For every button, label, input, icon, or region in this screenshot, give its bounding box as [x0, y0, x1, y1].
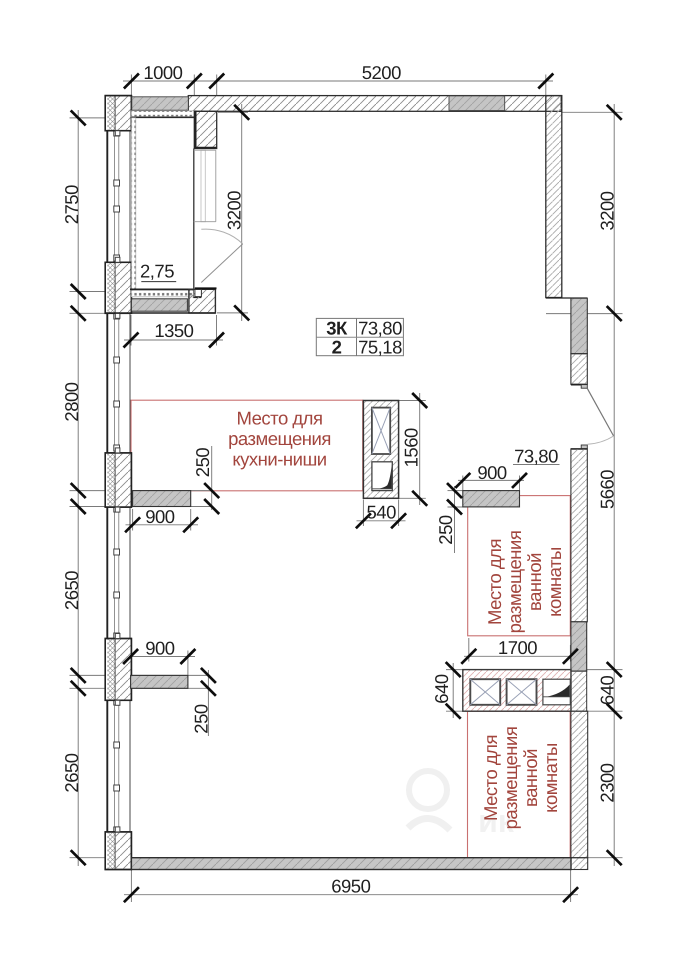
- svg-text:3200: 3200: [596, 191, 617, 230]
- svg-text:2300: 2300: [596, 763, 617, 802]
- svg-text:250: 250: [190, 704, 211, 734]
- svg-text:ванной: ванной: [520, 749, 541, 807]
- svg-text:1350: 1350: [154, 320, 193, 341]
- svg-text:кухни-ниши: кухни-ниши: [232, 449, 326, 470]
- svg-text:комнаты: комнаты: [544, 547, 565, 617]
- svg-text:Место для: Место для: [480, 735, 501, 821]
- svg-text:900: 900: [145, 637, 175, 658]
- svg-text:2800: 2800: [61, 382, 82, 421]
- svg-text:размещения: размещения: [504, 531, 525, 634]
- svg-text:73,80: 73,80: [358, 317, 402, 338]
- svg-text:размещения: размещения: [228, 428, 331, 449]
- svg-text:3К: 3К: [326, 317, 348, 338]
- svg-text:900: 900: [477, 462, 507, 483]
- svg-text:ик: ик: [478, 803, 515, 839]
- svg-text:2,75: 2,75: [140, 261, 174, 282]
- svg-text:5200: 5200: [362, 62, 401, 83]
- svg-text:1560: 1560: [401, 428, 422, 467]
- svg-text:Место для: Место для: [484, 539, 505, 625]
- svg-text:1000: 1000: [143, 62, 182, 83]
- svg-text:250: 250: [435, 515, 456, 545]
- svg-text:250: 250: [192, 448, 213, 478]
- svg-text:2650: 2650: [61, 571, 82, 610]
- svg-text:размещения: размещения: [500, 727, 521, 830]
- svg-text:640: 640: [596, 676, 617, 706]
- svg-text:6950: 6950: [331, 875, 370, 896]
- svg-text:3200: 3200: [223, 191, 244, 230]
- svg-text:комнаты: комнаты: [540, 743, 561, 813]
- svg-text:2: 2: [332, 336, 342, 357]
- svg-text:1700: 1700: [498, 637, 537, 658]
- svg-text:540: 540: [367, 501, 397, 522]
- svg-text:Место для: Место для: [237, 408, 323, 429]
- svg-text:900: 900: [145, 506, 175, 527]
- svg-text:75,18: 75,18: [358, 336, 402, 357]
- svg-text:73,80: 73,80: [514, 446, 558, 467]
- svg-text:640: 640: [431, 674, 452, 704]
- svg-text:ванной: ванной: [524, 553, 545, 611]
- svg-text:2650: 2650: [61, 753, 82, 792]
- svg-text:2750: 2750: [61, 185, 82, 224]
- svg-text:5660: 5660: [596, 470, 617, 509]
